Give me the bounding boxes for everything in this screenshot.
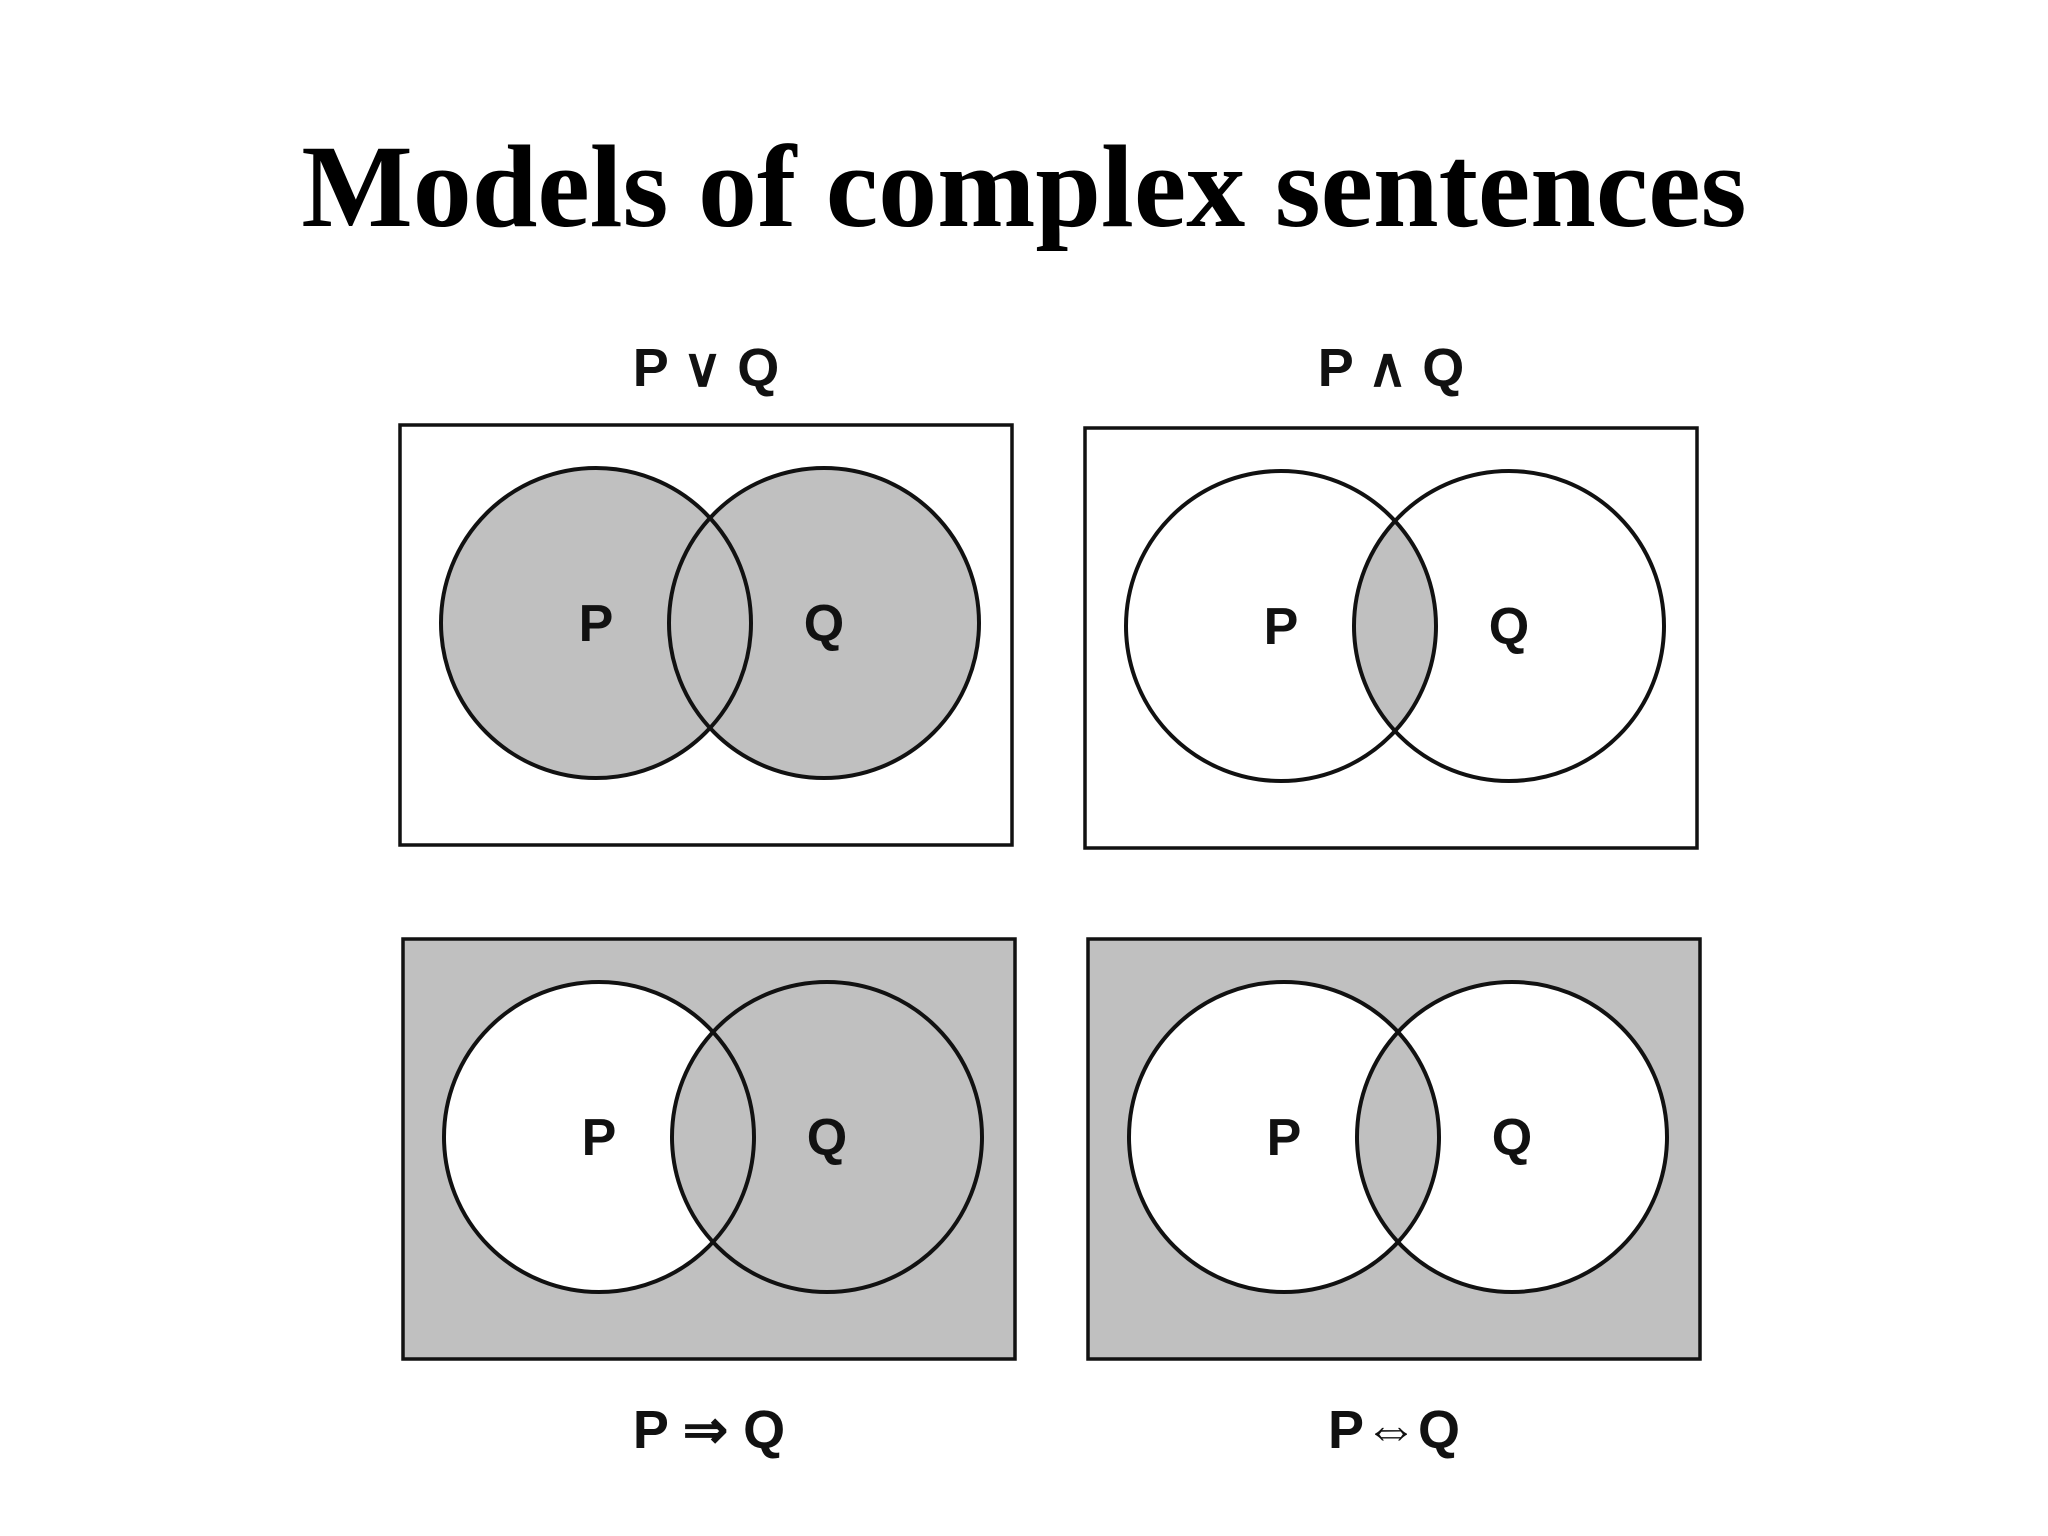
set-p-outline [442,980,756,1294]
set-q-label: Q [807,1109,847,1167]
set-p-region [444,982,754,1292]
venn-panel-iff: P Q P⇔Q [1086,937,1702,1460]
set-q-outline [667,466,981,780]
formula-or: P ∨ Q [633,338,780,398]
page-title: Models of complex sentences [301,121,1747,252]
set-p-region [1126,471,1436,781]
set-q-label: Q [804,595,844,653]
set-p-outline [439,466,753,780]
set-p-label: P [582,1109,617,1167]
venn-panel-and: P Q P ∧ Q [1083,338,1699,850]
set-q-region [1357,982,1667,1292]
set-q-outline [670,980,984,1294]
set-q-region [669,468,979,778]
venn-panel-or: P Q P ∨ Q [398,338,1014,847]
venn-panel-implies: P Q P ⇒ Q [401,937,1017,1460]
set-q-label: Q [1492,1109,1532,1167]
set-q-region [672,982,982,1292]
formula-iff: P⇔Q [1328,1400,1460,1460]
set-p-region [1129,982,1439,1292]
formula-and: P ∧ Q [1318,338,1465,398]
formula-implies: P ⇒ Q [633,1400,785,1460]
set-q-outline [1352,469,1666,783]
set-q-region [1354,471,1664,781]
set-p-label: P [579,595,614,653]
set-p-label: P [1267,1109,1302,1167]
set-q-outline [1355,980,1669,1294]
set-p-outline [1124,469,1438,783]
set-p-outline [1127,980,1441,1294]
set-q-label: Q [1489,598,1529,656]
set-p-label: P [1264,598,1299,656]
set-p-region [441,468,751,778]
